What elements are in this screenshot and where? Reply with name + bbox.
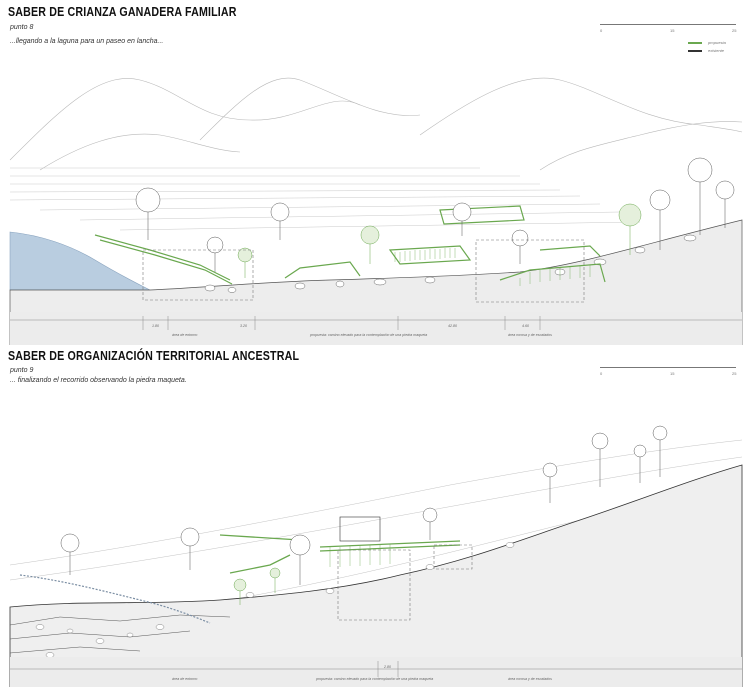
terrace-lines xyxy=(9,167,641,231)
legend-label: existente xyxy=(708,48,725,53)
panel-caption: ... finalizando el recorrido observando … xyxy=(10,377,187,384)
scale-tick: 0 xyxy=(600,371,603,376)
proposal-hatching xyxy=(329,544,391,567)
proposal-trees xyxy=(237,203,642,278)
lagoon-water xyxy=(9,231,151,291)
legend-label: propuesta xyxy=(708,40,726,45)
zone-label: área de entorno xyxy=(172,333,198,337)
dimension-label: 42.80 xyxy=(448,324,457,328)
trees xyxy=(60,425,668,585)
zone-label: área rocosa y de escalados xyxy=(508,333,552,337)
panel-title: SABER DE CRIANZA GANADERA FAMILIAR xyxy=(8,4,237,19)
dimension-label: 1.80 xyxy=(152,324,159,328)
section-panel-punto-9: SABER DE ORGANIZACIÓN TERRITORIAL ANCEST… xyxy=(0,345,750,687)
dimension-ticks xyxy=(10,316,742,330)
legend-item-propuesta: propuesta xyxy=(688,40,726,45)
dimension-ticks xyxy=(10,661,742,677)
zone-label: área de entorno xyxy=(172,677,198,681)
panel-subtitle: punto 9 xyxy=(10,367,34,374)
legend-swatch xyxy=(688,41,702,44)
proposal-walkway xyxy=(94,205,606,285)
scale-tick: 25 xyxy=(732,28,737,33)
detail-box xyxy=(142,239,585,303)
zone-label: área rocosa y de escalados xyxy=(508,677,552,681)
scale-tick: 15 xyxy=(670,28,675,33)
scale-tick: 25 xyxy=(732,371,737,376)
existing-path xyxy=(19,574,211,624)
rocks xyxy=(204,234,697,293)
panel-title: SABER DE ORGANIZACIÓN TERRITORIAL ANCEST… xyxy=(8,348,300,363)
landscape-section-drawing xyxy=(9,425,743,687)
dimension-band xyxy=(10,312,742,345)
trees xyxy=(135,157,735,272)
panel-caption: ...llegando a la laguna para un paseo en… xyxy=(10,38,164,45)
legend-swatch xyxy=(688,49,702,52)
ground-profile xyxy=(9,464,743,687)
dimension-label: 3.20 xyxy=(240,324,247,328)
scale-tick: 0 xyxy=(600,28,603,33)
proposal-trees xyxy=(233,567,281,605)
dimension-band xyxy=(10,657,742,687)
proposal-hatching xyxy=(394,248,591,286)
dimension-label: 4.60 xyxy=(522,324,529,328)
scale-tick: 15 xyxy=(670,371,675,376)
legend-item-existente: existente xyxy=(688,48,724,53)
scale-bar: 0 15 25 xyxy=(600,365,740,379)
mountain-lines xyxy=(9,77,743,171)
detail-box xyxy=(337,544,473,621)
dimension-label: 2.80 xyxy=(384,665,391,669)
zone-label: propuesta: camino elevado para la contem… xyxy=(310,333,428,337)
scale-bar: 0 15 25 xyxy=(600,22,740,36)
section-panel-punto-8: SABER DE CRIANZA GANADERA FAMILIAR punto… xyxy=(8,4,743,345)
zone-label: propuesta: camino elevado para la contem… xyxy=(316,677,434,681)
panel-subtitle: punto 8 xyxy=(10,24,34,31)
stone-model-frame xyxy=(339,516,381,542)
rocks xyxy=(35,542,515,658)
landscape-section-drawing xyxy=(9,77,743,345)
